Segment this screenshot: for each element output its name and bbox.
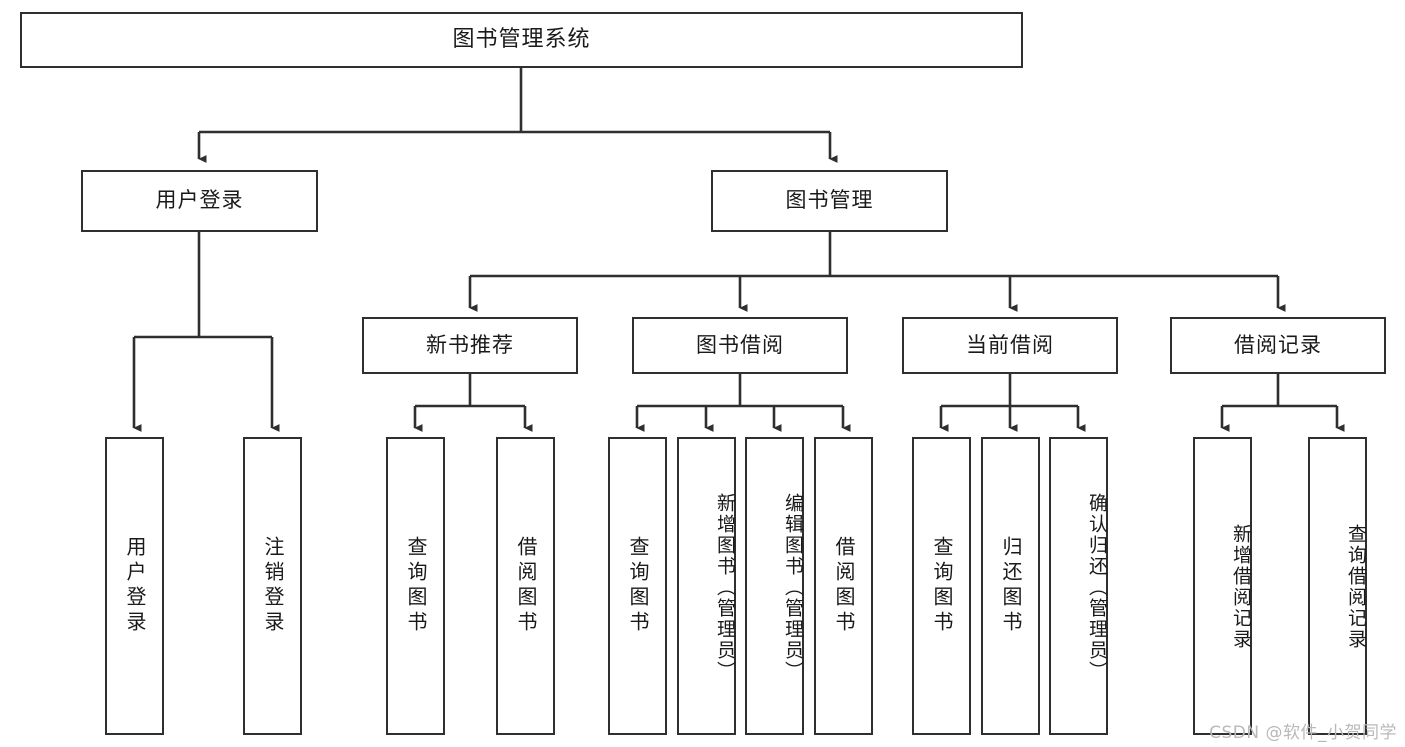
node-label: 借阅图书: [832, 536, 856, 636]
node-book-management[interactable]: 图书管理: [711, 170, 948, 232]
node-label: 借阅图书: [514, 536, 538, 636]
node-label: 新增借阅记录: [1230, 524, 1252, 650]
node-label: 用户登录: [123, 536, 147, 636]
node-label: 查询图书: [404, 536, 428, 636]
node-leaf-query-book-current[interactable]: 查询图书: [912, 437, 971, 735]
node-label: 查询借阅记录: [1345, 524, 1367, 650]
node-label: 新书推荐: [426, 332, 514, 357]
node-leaf-logout[interactable]: 注销登录: [243, 437, 302, 735]
node-label: 确认归还（管理员）: [1086, 492, 1108, 682]
node-label: 归还图书: [999, 536, 1023, 636]
node-leaf-user-login[interactable]: 用户登录: [105, 437, 164, 735]
node-borrow-record[interactable]: 借阅记录: [1170, 317, 1386, 374]
node-label: 编辑图书（管理员）: [782, 492, 804, 682]
node-label: 新增图书（管理员）: [714, 492, 736, 682]
node-leaf-borrow-book-new[interactable]: 借阅图书: [496, 437, 555, 735]
node-label: 图书借阅: [696, 332, 784, 357]
node-leaf-add-book-admin[interactable]: 新增图书（管理员）: [677, 437, 736, 735]
node-leaf-add-borrow-record[interactable]: 新增借阅记录: [1193, 437, 1252, 735]
node-label: 图书管理系统: [452, 26, 591, 52]
node-leaf-query-book-borrow[interactable]: 查询图书: [608, 437, 667, 735]
node-root-book-management-system[interactable]: 图书管理系统: [20, 12, 1023, 68]
node-label: 注销登录: [261, 536, 285, 636]
node-label: 查询图书: [930, 536, 954, 636]
node-new-book-recommendation[interactable]: 新书推荐: [362, 317, 578, 374]
node-current-borrow[interactable]: 当前借阅: [902, 317, 1118, 374]
watermark-text: CSDN @软件_小贺同学: [1209, 723, 1397, 743]
node-leaf-borrow-book[interactable]: 借阅图书: [814, 437, 873, 735]
node-user-login[interactable]: 用户登录: [81, 170, 318, 232]
node-leaf-edit-book-admin[interactable]: 编辑图书（管理员）: [745, 437, 804, 735]
node-label: 图书管理: [785, 188, 874, 213]
node-label: 用户登录: [155, 188, 244, 213]
node-label: 借阅记录: [1234, 332, 1322, 357]
node-label: 当前借阅: [966, 332, 1054, 357]
node-book-borrow[interactable]: 图书借阅: [632, 317, 848, 374]
node-leaf-query-book-new[interactable]: 查询图书: [386, 437, 445, 735]
node-leaf-confirm-return-admin[interactable]: 确认归还（管理员）: [1049, 437, 1108, 735]
node-label: 查询图书: [626, 536, 650, 636]
node-leaf-return-book[interactable]: 归还图书: [981, 437, 1040, 735]
node-leaf-query-borrow-record[interactable]: 查询借阅记录: [1308, 437, 1367, 735]
